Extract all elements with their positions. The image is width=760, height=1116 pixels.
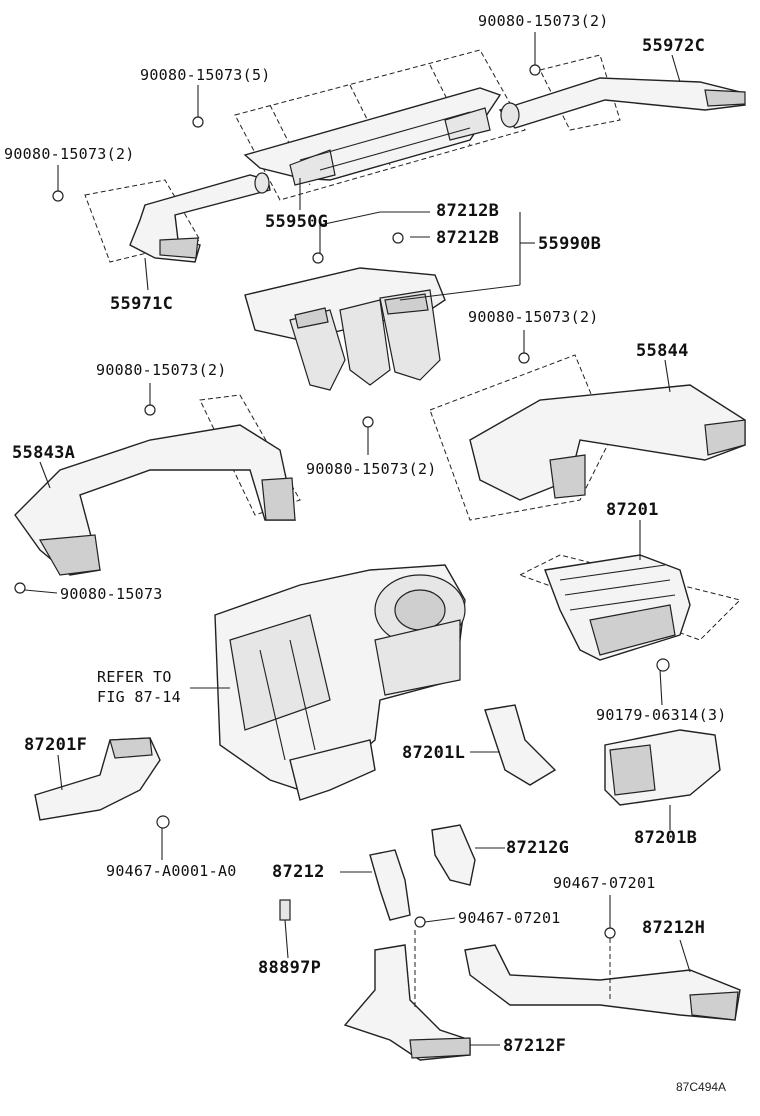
duct-87201l-shape: [470, 704, 557, 786]
duct-87212-shape: [340, 849, 411, 921]
label-87201f: 87201F: [24, 735, 88, 755]
duct-55844-shape: [429, 354, 746, 521]
label-55971c: 55971C: [110, 294, 174, 314]
duct-55971c-shape: [84, 172, 271, 291]
label-90467-07201-a: 90467-07201: [458, 909, 561, 927]
label-87212g: 87212G: [506, 838, 570, 858]
label-bolt-center: 90080-15073(2): [306, 460, 437, 478]
duct-55972c-shape: [498, 54, 746, 131]
label-55950g: 55950G: [265, 212, 329, 232]
label-90467-a0001: 90467-A0001-A0: [106, 862, 237, 880]
duct-55990b-shape: [244, 211, 535, 391]
label-55972c: 55972C: [642, 36, 706, 56]
duct-87201-shape: [518, 520, 741, 706]
figure-code: 87C494A: [676, 1080, 727, 1094]
label-bolt-left: 90080-15073(2): [4, 145, 135, 163]
label-87212b-1: 87212B: [436, 201, 500, 221]
duct-87212h-shape: [464, 930, 741, 1021]
sensor-88897p-shape: [279, 899, 291, 959]
label-88897p: 88897P: [258, 958, 322, 978]
label-87212: 87212: [272, 862, 325, 882]
label-90179: 90179-06314(3): [596, 706, 727, 724]
label-bolt-lower-left: 90080-15073: [60, 585, 163, 603]
duct-55843a-shape: [14, 394, 301, 576]
bolt-icons: [14, 32, 616, 939]
label-87212b-2: 87212B: [436, 228, 500, 248]
label-bolt-right-mid: 90080-15073(2): [468, 308, 599, 326]
hvac-unit-shape: [190, 564, 466, 801]
label-bolt-top-right: 90080-15073(2): [478, 12, 609, 30]
label-bolt-left-mid: 90080-15073(2): [96, 361, 227, 379]
label-87212f: 87212F: [503, 1036, 567, 1056]
label-fig-ref: FIG 87-14: [97, 688, 181, 706]
duct-87212f-shape: [343, 930, 500, 1061]
duct-87201f-shape: [34, 737, 170, 860]
label-bolt-top-mid: 90080-15073(5): [140, 66, 271, 84]
duct-87212g-shape: [431, 824, 505, 886]
label-90467-07201-b: 90467-07201: [553, 874, 656, 892]
label-55843a: 55843A: [12, 443, 76, 463]
label-55990b: 55990B: [538, 234, 602, 254]
label-55844: 55844: [636, 341, 689, 361]
label-refer-to: REFER TO: [97, 668, 172, 686]
label-87201b: 87201B: [634, 828, 698, 848]
duct-55950g-shape: [234, 49, 526, 210]
duct-87201b-shape: [604, 729, 721, 830]
label-87201: 87201: [606, 500, 659, 520]
label-87201l: 87201L: [402, 743, 466, 763]
label-87212h: 87212H: [642, 918, 706, 938]
